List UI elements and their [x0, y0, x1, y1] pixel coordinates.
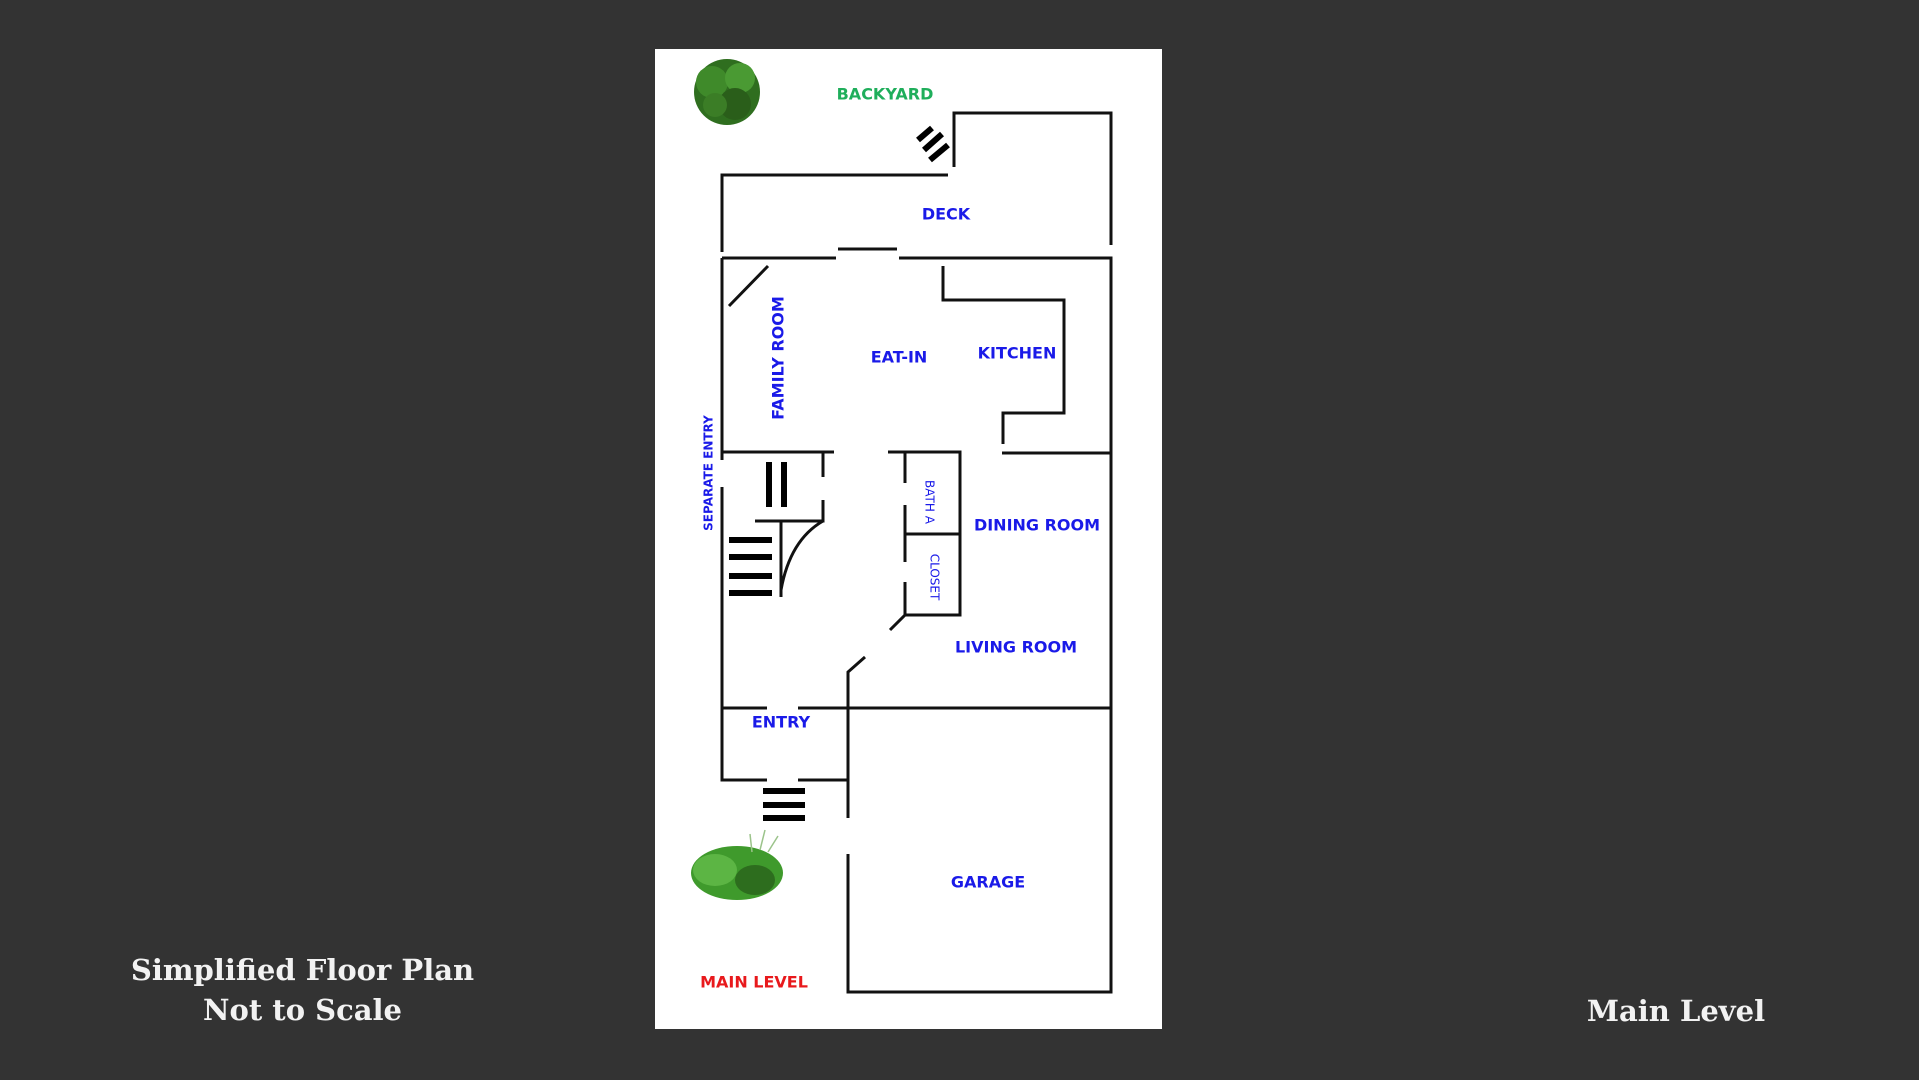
separate-entry-label: SEPARATE ENTRY	[702, 415, 716, 531]
stairs-icon	[729, 125, 950, 821]
dining-room-label: DINING ROOM	[974, 516, 1100, 535]
entry-label: ENTRY	[752, 713, 811, 732]
garage-label: GARAGE	[951, 873, 1025, 892]
kitchen-label: KITCHEN	[978, 344, 1057, 363]
eat-in-label: EAT-IN	[871, 348, 928, 367]
family-room-label: FAMILY ROOM	[769, 296, 788, 420]
living-room-label: LIVING ROOM	[955, 638, 1077, 657]
backyard-label: BACKYARD	[837, 85, 934, 104]
plan-caption: Simplified Floor Plan Not to Scale	[130, 950, 475, 1030]
caption-subtitle: Not to Scale	[202, 993, 403, 1027]
closet-label: CLOSET	[928, 554, 942, 601]
bath-a-label: BATH A	[923, 480, 937, 525]
deck-label: DECK	[922, 205, 971, 224]
level-caption: Main Level	[1586, 994, 1766, 1028]
caption-title: Simplified Floor Plan	[130, 953, 475, 987]
bush-icon	[691, 829, 783, 900]
main-level-label: MAIN LEVEL	[700, 973, 808, 992]
walls	[720, 111, 1113, 994]
tree-icon	[694, 59, 760, 125]
